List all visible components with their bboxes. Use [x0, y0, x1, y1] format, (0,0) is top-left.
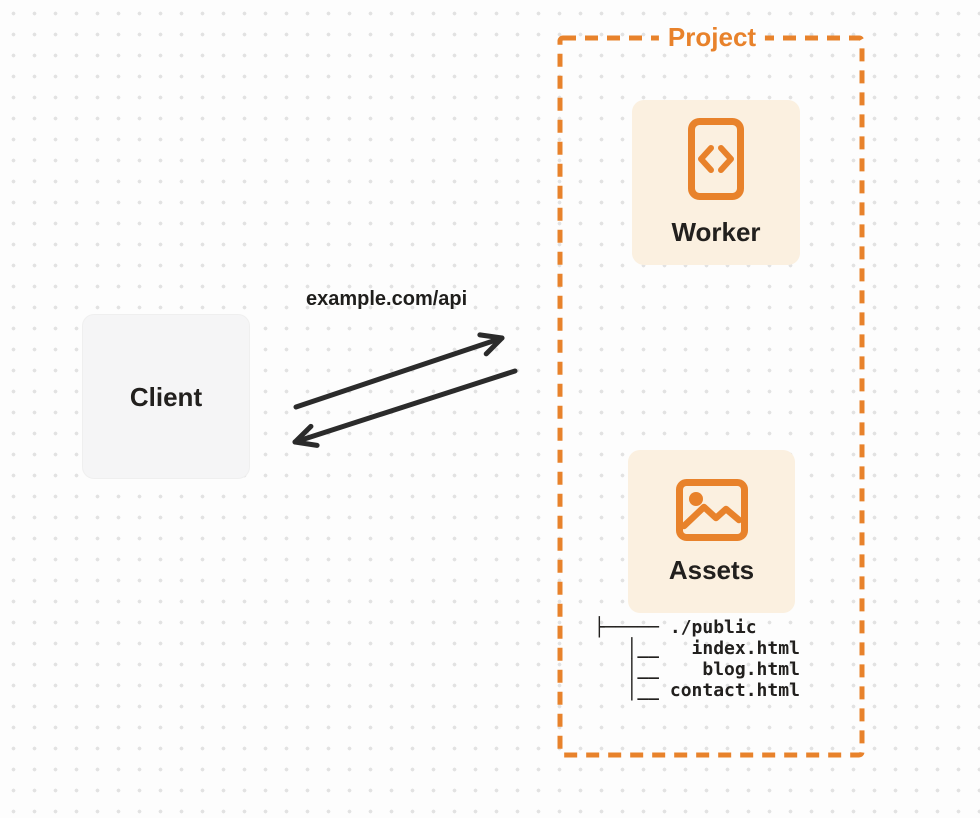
project-label: Project	[658, 22, 766, 52]
response-arrow	[292, 368, 518, 448]
client-label: Client	[129, 381, 203, 412]
request-arrow	[293, 332, 505, 410]
assets-label: Assets	[668, 554, 755, 585]
code-file-icon	[688, 118, 744, 200]
worker-card: Worker	[632, 100, 800, 265]
worker-label: Worker	[671, 217, 761, 247]
assets-card: Assets	[628, 450, 795, 613]
project-boundary	[557, 35, 865, 758]
request-url-label: example.com/api	[306, 288, 468, 310]
image-icon	[675, 478, 748, 541]
file-tree: ├───── ./public │__ index.html │__ blog.…	[594, 617, 800, 701]
client-card: Client	[82, 314, 250, 479]
